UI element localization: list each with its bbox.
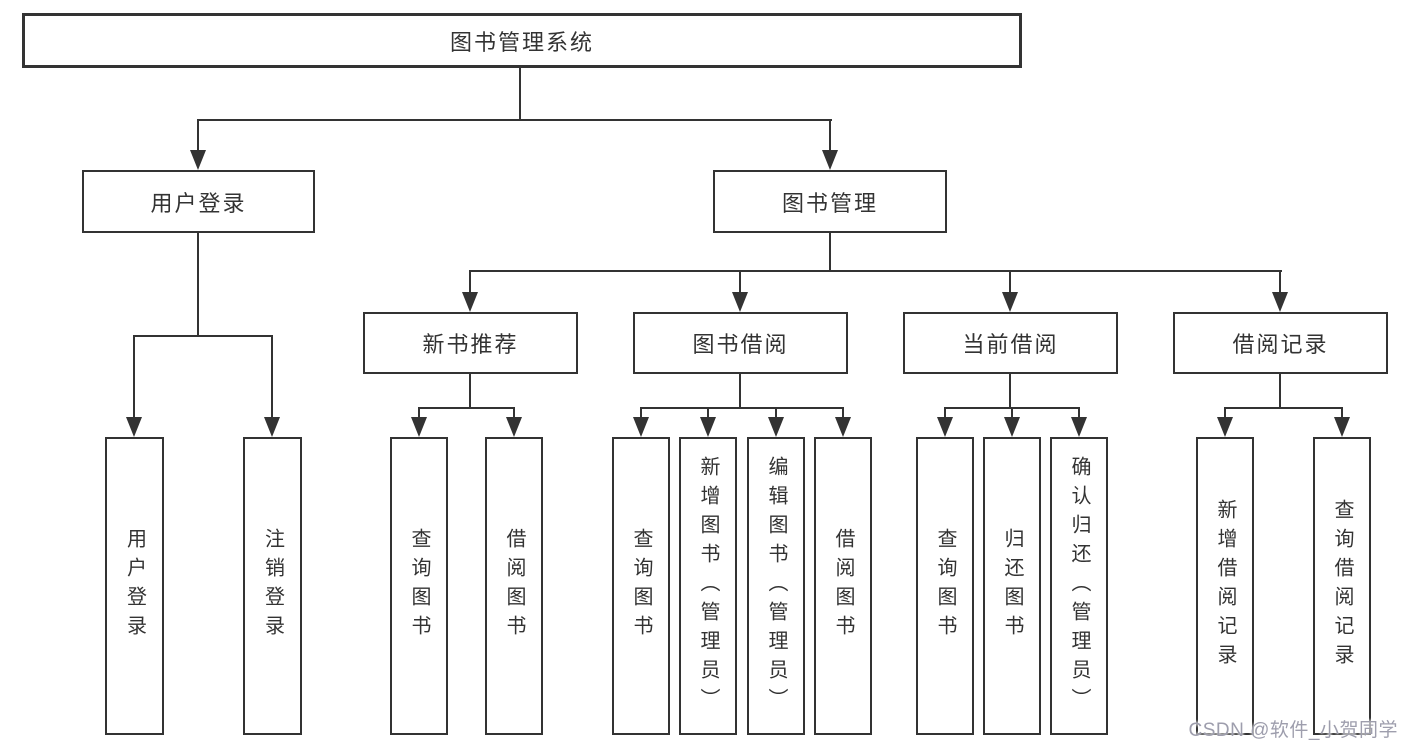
connector-line	[1341, 407, 1343, 419]
node-book-borrow: 图书借阅	[633, 312, 848, 374]
arrow-down-icon	[1272, 292, 1288, 312]
leaf-confirm-return-admin-label: 确认归还（管理员）	[1068, 455, 1090, 717]
leaf-query-books-current-label: 查询图书	[934, 528, 956, 644]
connector-line	[1009, 374, 1011, 409]
connector-line	[513, 407, 515, 419]
arrow-down-icon	[462, 292, 478, 312]
node-book-management-label: 图书管理	[781, 190, 878, 216]
node-book-management: 图书管理	[713, 170, 947, 233]
leaf-query-borrow-record: 查询借阅记录	[1313, 437, 1371, 735]
leaf-borrow-books-label: 借阅图书	[832, 528, 854, 644]
connector-line	[271, 335, 273, 419]
connector-line	[640, 407, 844, 409]
node-user-login: 用户登录	[82, 170, 315, 233]
connector-line	[1224, 407, 1226, 419]
leaf-logout-label: 注销登录	[261, 528, 284, 644]
connector-line	[640, 407, 642, 419]
arrow-down-icon	[190, 150, 206, 170]
arrow-down-icon	[126, 417, 142, 437]
arrow-down-icon	[768, 417, 784, 437]
node-book-borrow-label: 图书借阅	[692, 332, 789, 357]
connector-line	[775, 407, 777, 419]
connector-line	[197, 232, 199, 337]
connector-line	[944, 407, 946, 419]
node-current-borrow: 当前借阅	[903, 312, 1118, 374]
leaf-borrow-books-recommend-label: 借阅图书	[503, 528, 525, 644]
connector-line	[133, 335, 273, 337]
leaf-add-borrow-record-label: 新增借阅记录	[1214, 499, 1236, 673]
leaf-edit-books-admin-label: 编辑图书（管理员）	[765, 455, 787, 717]
leaf-user-login-label: 用户登录	[123, 528, 146, 644]
leaf-query-books-borrow: 查询图书	[612, 437, 670, 735]
connector-line	[829, 232, 831, 272]
arrow-down-icon	[1002, 292, 1018, 312]
arrow-down-icon	[1071, 417, 1087, 437]
leaf-add-books-admin-label: 新增图书（管理员）	[697, 455, 719, 717]
node-borrow-records-label: 借阅记录	[1232, 332, 1329, 357]
leaf-query-books-borrow-label: 查询图书	[630, 528, 652, 644]
node-borrow-records: 借阅记录	[1173, 312, 1388, 374]
arrow-down-icon	[506, 417, 522, 437]
connector-line	[418, 407, 420, 419]
leaf-user-login: 用户登录	[105, 437, 164, 735]
leaf-add-books-admin: 新增图书（管理员）	[679, 437, 737, 735]
leaf-query-books-recommend: 查询图书	[390, 437, 448, 735]
node-new-book-recommend: 新书推荐	[363, 312, 578, 374]
connector-line	[1224, 407, 1343, 409]
connector-line	[469, 270, 471, 294]
leaf-confirm-return-admin: 确认归还（管理员）	[1050, 437, 1108, 735]
arrow-down-icon	[700, 417, 716, 437]
connector-line	[197, 119, 199, 152]
arrow-down-icon	[411, 417, 427, 437]
arrow-down-icon	[835, 417, 851, 437]
connector-line	[707, 407, 709, 419]
leaf-borrow-books: 借阅图书	[814, 437, 872, 735]
node-new-book-recommend-label: 新书推荐	[422, 332, 519, 357]
connector-line	[739, 374, 741, 409]
leaf-add-borrow-record: 新增借阅记录	[1196, 437, 1254, 735]
arrow-down-icon	[822, 150, 838, 170]
connector-line	[739, 270, 741, 294]
node-root-label: 图书管理系统	[449, 29, 594, 55]
leaf-borrow-books-recommend: 借阅图书	[485, 437, 543, 735]
node-user-login-label: 用户登录	[150, 190, 247, 216]
connector-line	[1011, 407, 1013, 419]
connector-line	[418, 407, 515, 409]
connector-line	[469, 374, 471, 409]
connector-line	[842, 407, 844, 419]
node-current-borrow-label: 当前借阅	[962, 332, 1059, 357]
arrow-down-icon	[1217, 417, 1233, 437]
arrow-down-icon	[264, 417, 280, 437]
connector-line	[519, 68, 521, 121]
connector-line	[1279, 374, 1281, 409]
connector-line	[1279, 270, 1281, 294]
arrow-down-icon	[1334, 417, 1350, 437]
watermark: CSDN @软件_小贺同学	[1188, 720, 1398, 741]
node-root: 图书管理系统	[22, 13, 1022, 68]
connector-line	[1078, 407, 1080, 419]
arrow-down-icon	[633, 417, 649, 437]
leaf-return-books: 归还图书	[983, 437, 1041, 735]
arrow-down-icon	[732, 292, 748, 312]
connector-line	[197, 119, 832, 121]
connector-line	[1009, 270, 1011, 294]
connector-line	[829, 119, 831, 152]
leaf-edit-books-admin: 编辑图书（管理员）	[747, 437, 805, 735]
leaf-return-books-label: 归还图书	[1001, 528, 1023, 644]
connector-line	[133, 335, 135, 419]
leaf-query-borrow-record-label: 查询借阅记录	[1331, 499, 1353, 673]
leaf-query-books-current: 查询图书	[916, 437, 974, 735]
arrow-down-icon	[937, 417, 953, 437]
arrow-down-icon	[1004, 417, 1020, 437]
leaf-query-books-recommend-label: 查询图书	[408, 528, 430, 644]
connector-line	[469, 270, 1282, 272]
leaf-logout: 注销登录	[243, 437, 302, 735]
